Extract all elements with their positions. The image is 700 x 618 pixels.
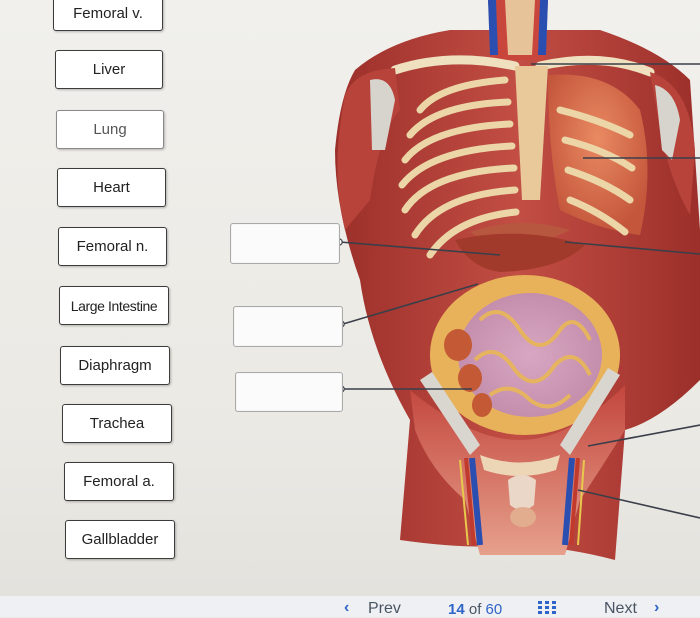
chevron-right-icon[interactable]: › bbox=[654, 599, 660, 616]
prev-button[interactable]: Prev bbox=[368, 600, 401, 617]
label-text: Diaphragm bbox=[78, 357, 152, 374]
label-text: Lung bbox=[93, 121, 127, 138]
label-card-liver[interactable]: Liver bbox=[55, 50, 163, 89]
label-card-femoral-v[interactable]: Femoral v. bbox=[53, 0, 163, 31]
label-card-gallbladder[interactable]: Gallbladder bbox=[65, 520, 175, 559]
label-text: Large Intestine bbox=[70, 297, 158, 314]
label-card-large-intestine[interactable]: Large Intestine bbox=[59, 286, 169, 325]
label-text: Gallbladder bbox=[81, 531, 159, 548]
page-counter: 14 of 60 bbox=[448, 601, 502, 618]
label-text: Heart bbox=[93, 179, 130, 196]
label-text: Femoral a. bbox=[83, 473, 155, 490]
current-page: 14 bbox=[448, 601, 465, 618]
chevron-left-icon[interactable]: ‹ bbox=[344, 599, 350, 616]
drop-target-3[interactable] bbox=[235, 372, 343, 412]
label-card-heart[interactable]: Heart bbox=[57, 168, 166, 207]
label-text: Liver bbox=[92, 61, 126, 78]
total-pages: 60 bbox=[485, 601, 503, 618]
drop-target-1[interactable] bbox=[230, 223, 340, 264]
drop-target-2[interactable] bbox=[233, 306, 343, 347]
next-button[interactable]: Next bbox=[604, 600, 637, 617]
label-card-trachea[interactable]: Trachea bbox=[62, 404, 172, 443]
label-card-femoral-n[interactable]: Femoral n. bbox=[58, 227, 167, 266]
label-text: Trachea bbox=[89, 415, 145, 432]
label-text: Femoral n. bbox=[76, 238, 149, 255]
pagination-bar bbox=[0, 596, 700, 617]
label-card-femoral-a[interactable]: Femoral a. bbox=[64, 462, 174, 501]
label-text: Femoral v. bbox=[73, 5, 143, 22]
label-card-lung[interactable]: Lung bbox=[56, 110, 164, 149]
grid-icon[interactable] bbox=[538, 601, 556, 614]
label-card-diaphragm[interactable]: Diaphragm bbox=[60, 346, 170, 385]
of-label: of bbox=[468, 601, 482, 618]
